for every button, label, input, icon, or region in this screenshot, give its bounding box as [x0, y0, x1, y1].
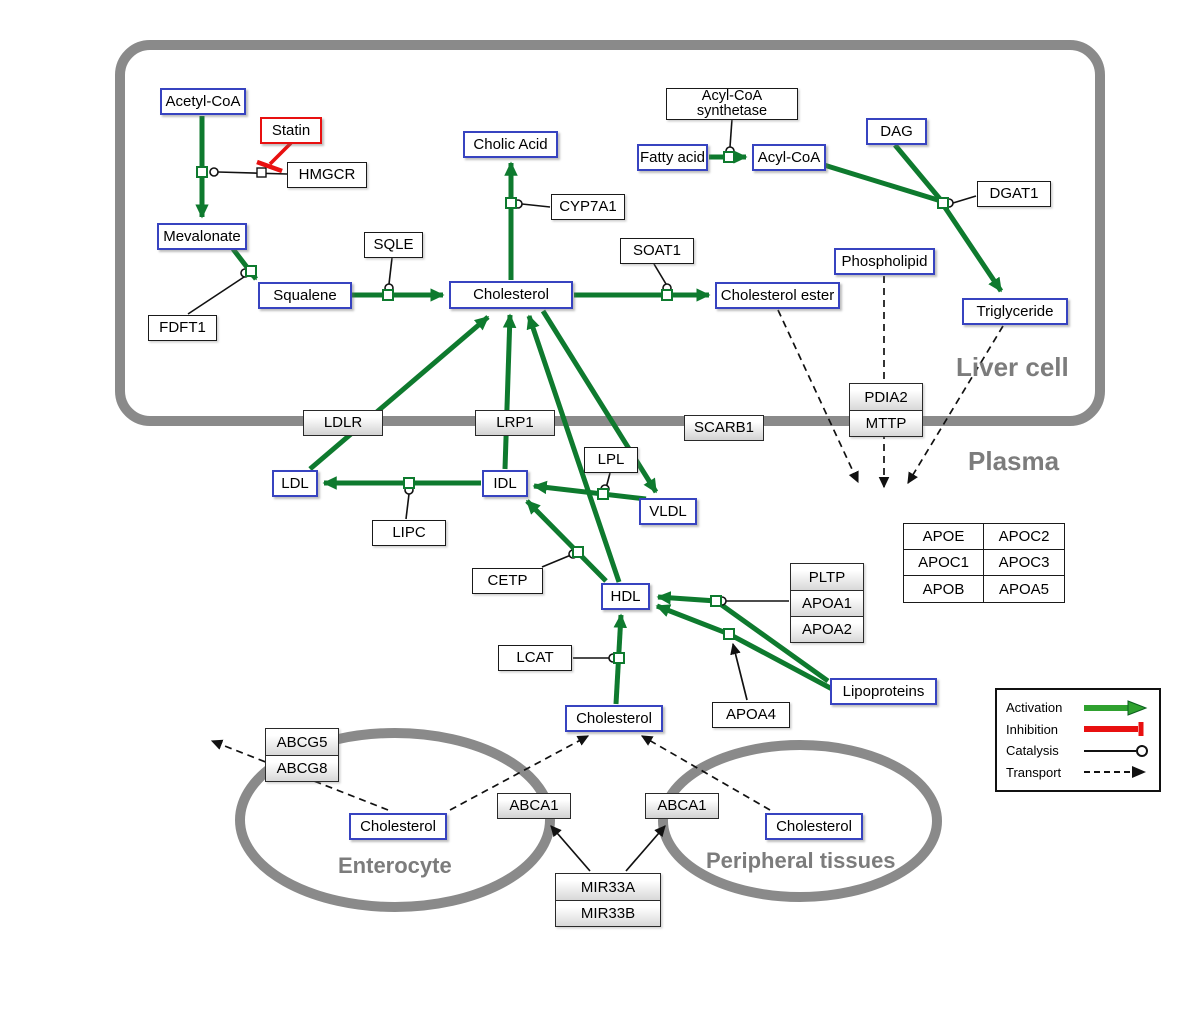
node-fatty-acid[interactable]: Fatty acid	[637, 144, 708, 171]
enterocyte-outline	[235, 728, 555, 912]
mir33a-mir33b-stack: MIR33A MIR33B	[555, 873, 661, 927]
node-fdft1[interactable]: FDFT1	[148, 315, 217, 341]
node-acetyl-coa[interactable]: Acetyl-CoA	[160, 88, 246, 115]
node-mevalonate[interactable]: Mevalonate	[157, 223, 247, 250]
node-apoa1[interactable]: APOA1	[791, 590, 863, 616]
node-apoa2[interactable]: APOA2	[791, 616, 863, 642]
peripheral-tissues-label: Peripheral tissues	[706, 848, 896, 873]
node-hmgcr[interactable]: HMGCR	[287, 162, 367, 188]
legend-row-catalysis: Catalysis	[1006, 740, 1150, 761]
node-lipc[interactable]: LIPC	[372, 520, 446, 546]
catalysis-edges	[187, 118, 977, 659]
node-vldl[interactable]: VLDL	[639, 498, 697, 525]
legend-transport-label: Transport	[1006, 764, 1062, 780]
pdia2-mttp-stack: PDIA2 MTTP	[849, 383, 923, 437]
node-apoc3[interactable]: APOC3	[984, 550, 1064, 576]
legend-row-activation: Activation	[1006, 697, 1150, 718]
liver-cell-label: Liver cell	[956, 352, 1069, 382]
peripheral-tissues-outline	[658, 740, 942, 902]
node-abcg5[interactable]: ABCG5	[266, 729, 338, 755]
node-cholesterol-peripheral[interactable]: Cholesterol	[765, 813, 863, 840]
node-apoe[interactable]: APOE	[904, 524, 984, 550]
node-dag[interactable]: DAG	[866, 118, 927, 145]
legend-inhibition-label: Inhibition	[1006, 721, 1059, 737]
node-pdia2[interactable]: PDIA2	[850, 384, 922, 410]
node-lpl[interactable]: LPL	[584, 447, 638, 473]
node-cetp[interactable]: CETP	[472, 568, 543, 594]
transport-edges	[210, 276, 1004, 811]
node-lcat[interactable]: LCAT	[498, 645, 572, 671]
node-scarb1[interactable]: SCARB1	[684, 415, 764, 441]
enterocyte-label: Enterocyte	[338, 853, 452, 878]
node-ldl[interactable]: LDL	[272, 470, 318, 497]
liver-cell-outline	[115, 40, 1105, 426]
legend-catalysis-label: Catalysis	[1006, 743, 1059, 759]
hmgcr-inhibition-anchor	[256, 167, 267, 178]
node-cholesterol-enterocyte[interactable]: Cholesterol	[349, 813, 447, 840]
apolipoprotein-table: APOE APOC2 APOC1 APOC3 APOB APOA5	[903, 523, 1065, 603]
inhibition-edge	[256, 141, 293, 174]
legend-row-transport: Transport	[1006, 762, 1150, 783]
regulation-edges	[550, 642, 748, 872]
node-pltp[interactable]: PLTP	[791, 564, 863, 590]
node-apoc1[interactable]: APOC1	[904, 550, 984, 576]
activation-edges	[195, 116, 1004, 705]
node-abca1-peripheral[interactable]: ABCA1	[645, 793, 719, 819]
node-ldlr[interactable]: LDLR	[303, 410, 383, 436]
catalysis-circle-icon	[1084, 744, 1148, 757]
reaction-nodes	[196, 151, 949, 664]
node-abca1-enterocyte[interactable]: ABCA1	[497, 793, 571, 819]
pltp-apoa1-apoa2-stack: PLTP APOA1 APOA2	[790, 563, 864, 643]
node-acyl-coa-synthetase[interactable]: Acyl-CoA synthetase	[666, 88, 798, 120]
node-dgat1[interactable]: DGAT1	[977, 181, 1051, 207]
abcg5-abcg8-stack: ABCG5 ABCG8	[265, 728, 339, 782]
node-squalene[interactable]: Squalene	[258, 282, 352, 309]
node-apoa5[interactable]: APOA5	[998, 580, 1050, 598]
node-cholesterol-ester[interactable]: Cholesterol ester	[715, 282, 840, 309]
node-hdl[interactable]: HDL	[601, 583, 650, 610]
legend-row-inhibition: Inhibition	[1006, 719, 1150, 740]
node-lipoproteins[interactable]: Lipoproteins	[830, 678, 937, 705]
node-apob[interactable]: APOB	[904, 576, 984, 602]
node-abcg8[interactable]: ABCG8	[266, 755, 338, 781]
node-lrp1[interactable]: LRP1	[475, 410, 555, 436]
node-soat1[interactable]: SOAT1	[620, 238, 694, 264]
node-mttp[interactable]: MTTP	[850, 410, 922, 436]
node-mir33a[interactable]: MIR33A	[556, 874, 660, 900]
node-cholesterol-plasma[interactable]: Cholesterol	[565, 705, 663, 732]
inhibition-bar-icon	[1084, 722, 1144, 737]
node-cholic-acid[interactable]: Cholic Acid	[463, 131, 558, 158]
node-apoa4[interactable]: APOA4	[712, 702, 790, 728]
node-statin[interactable]: Statin	[260, 117, 322, 144]
node-cholesterol-liver[interactable]: Cholesterol	[449, 281, 573, 309]
node-apoc2[interactable]: APOC2	[984, 524, 1064, 550]
node-sqle[interactable]: SQLE	[364, 232, 423, 258]
plasma-label: Plasma	[968, 446, 1060, 476]
node-triglyceride[interactable]: Triglyceride	[962, 298, 1068, 325]
legend: Activation Inhibition Catalysis Transpor…	[995, 688, 1161, 792]
node-phospholipid[interactable]: Phospholipid	[834, 248, 935, 275]
node-mir33b[interactable]: MIR33B	[556, 900, 660, 926]
activation-arrow-icon	[1084, 699, 1148, 716]
node-acyl-coa[interactable]: Acyl-CoA	[752, 144, 826, 171]
transport-arrow-icon	[1084, 766, 1146, 779]
legend-activation-label: Activation	[1006, 700, 1063, 715]
node-idl[interactable]: IDL	[482, 470, 528, 497]
node-cyp7a1[interactable]: CYP7A1	[551, 194, 625, 220]
